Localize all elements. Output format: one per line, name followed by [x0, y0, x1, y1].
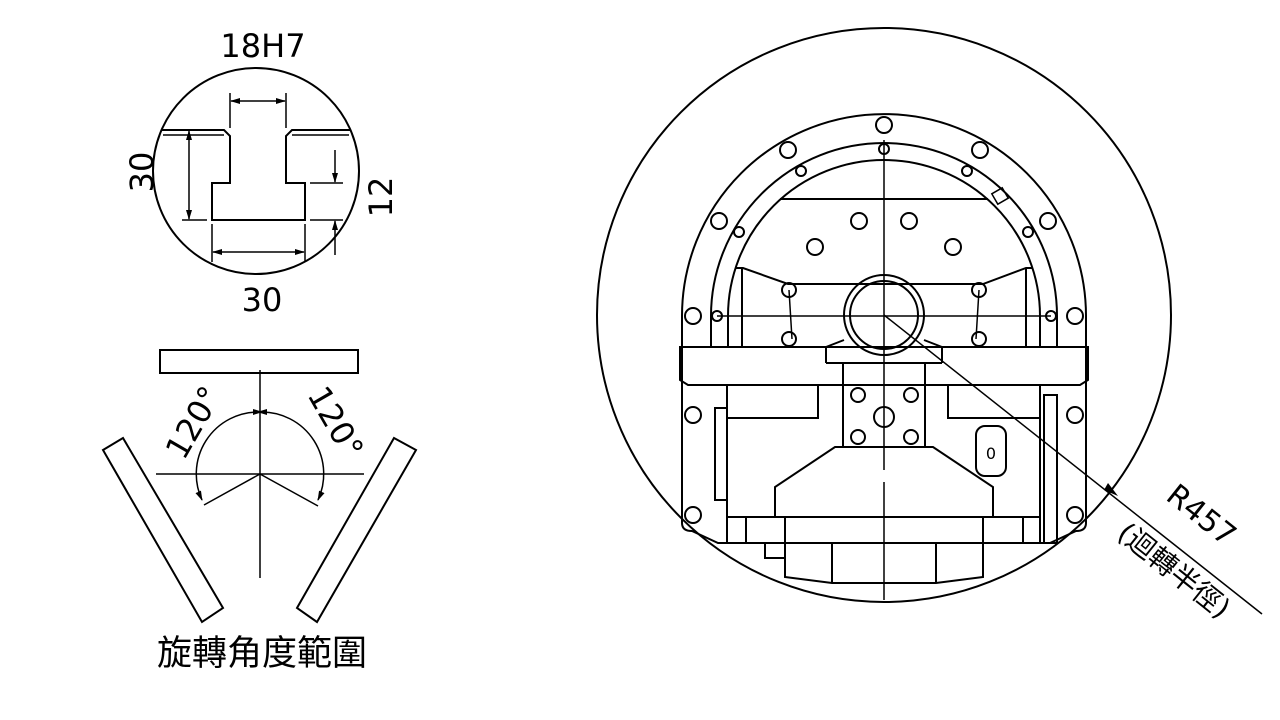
right-slot [1043, 394, 1058, 544]
rotation-range-caption: 旋轉角度範圍 [157, 634, 367, 674]
radius-arrow [1104, 483, 1118, 496]
housing-outline [681, 113, 1087, 544]
window-marking: 0 [986, 444, 996, 463]
bolt-holes [684, 116, 1084, 524]
radius-leader [883, 314, 1263, 615]
swing-radius-circle [596, 27, 1172, 603]
top-bar [159, 349, 359, 374]
left-bar [101, 436, 225, 624]
right-bar [295, 436, 418, 624]
rotation-range-diagram: 120° 120° 旋轉角度範圍 [101, 349, 418, 674]
tslot-height-label: 30 [123, 152, 161, 193]
tslot-detail: 18H7 30 30 12 [123, 27, 400, 319]
tslot-profile [162, 129, 350, 221]
top-view: 0 R457 (迴轉半徑) [596, 27, 1263, 625]
marker-plate [990, 186, 1010, 206]
left-angle-label: 120° [158, 380, 229, 466]
center-lines [717, 140, 1051, 600]
left-angle-ray [203, 473, 261, 506]
detail-circle [152, 67, 360, 275]
window [975, 425, 1007, 477]
tslot-bottom-width-label: 30 [242, 281, 283, 319]
right-angle-label: 120° [300, 380, 371, 466]
tslot-width-label: 18H7 [220, 27, 305, 65]
left-angle-arc [195, 408, 268, 501]
left-slot [714, 407, 728, 501]
tslot-depth-label: 12 [362, 177, 400, 218]
right-angle-arc [252, 408, 325, 501]
link-lines [788, 289, 980, 340]
cross-band [679, 346, 1089, 386]
right-angle-ray [259, 473, 319, 507]
